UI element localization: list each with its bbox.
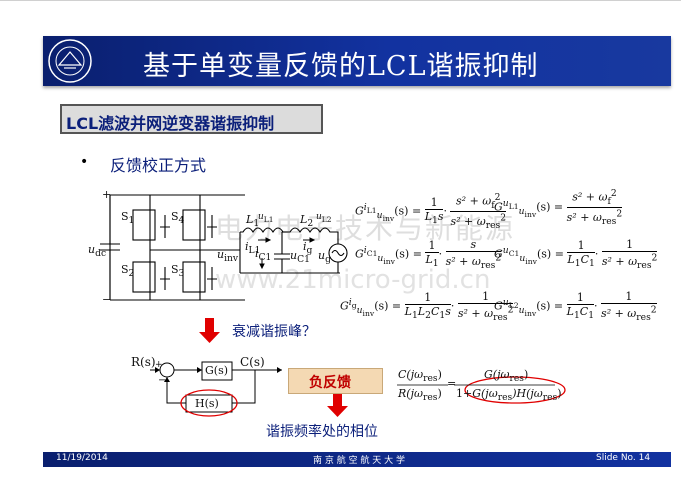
closed-loop-equals: =: [447, 377, 457, 390]
block-input-label: R(s): [131, 355, 156, 369]
ul1-label: uL1: [258, 212, 274, 224]
bullet-text: 反馈校正方式: [110, 156, 207, 175]
closed-loop-lhs-den: R(jωres): [398, 387, 442, 404]
block-plus-sign: +: [155, 360, 163, 370]
title-banner: 基于单变量反馈的LCL谐振抑制: [43, 36, 671, 86]
udc-label: udc: [88, 243, 107, 260]
block-output-label: C(s): [240, 355, 265, 369]
switch-s3-label: S3: [171, 263, 185, 280]
subtitle: LCL滤波并网逆变器谐振抑制: [66, 114, 275, 133]
il1-label: iL1: [245, 240, 261, 257]
footer-school: 南 京 航 空 航 天 大 学: [313, 456, 406, 466]
uc1-label: uC1: [290, 249, 310, 266]
block-g: G(s): [205, 364, 229, 377]
block-minus-sign: −: [158, 375, 167, 386]
block-h: H(s): [195, 397, 219, 410]
ig-label: ig: [303, 240, 313, 257]
resonance-phase-note: 谐振频率处的相位: [266, 424, 378, 440]
switch-s1-label: S1: [121, 210, 135, 227]
negative-feedback-label: 负反馈: [309, 375, 351, 391]
switch-s4-label: S4: [171, 210, 185, 227]
ic1-label: iC1: [255, 247, 272, 264]
negative-feedback-box: 负反馈: [288, 368, 383, 394]
dc-minus-label: −: [102, 293, 112, 306]
attenuate-note: 衰减谐振峰？: [232, 324, 316, 340]
footer-date: 11/19/2014: [56, 453, 108, 463]
ul2-label: uL2: [316, 212, 332, 224]
closed-loop-lhs-num: C(jωres): [398, 368, 442, 385]
closed-loop-rhs-den: 1+G(jωres)H(jωres): [456, 387, 562, 404]
l1-label: L1: [246, 213, 260, 230]
slide-title: 基于单变量反馈的LCL谐振抑制: [143, 51, 539, 82]
subtitle-box: LCL滤波并网逆变器谐振抑制: [60, 104, 323, 134]
top-rule: [0, 0, 681, 7]
university-logo-icon: [48, 39, 92, 83]
switch-s2-label: S2: [121, 263, 135, 280]
l2-label: L2: [300, 213, 314, 230]
uinv-label: uinv: [217, 248, 239, 265]
footer-bar: 11/19/2014 南 京 航 空 航 天 大 学 Slide No. 14: [43, 452, 671, 467]
bullet-marker: •: [80, 154, 89, 170]
watermark-url: www.21micro-grid.cn: [215, 265, 491, 295]
dc-plus-label: +: [102, 188, 112, 201]
footer-slide-number: Slide No. 14: [596, 453, 651, 463]
ug-label: ug: [318, 249, 331, 266]
closed-loop-rhs-num: G(jωres): [484, 368, 529, 385]
